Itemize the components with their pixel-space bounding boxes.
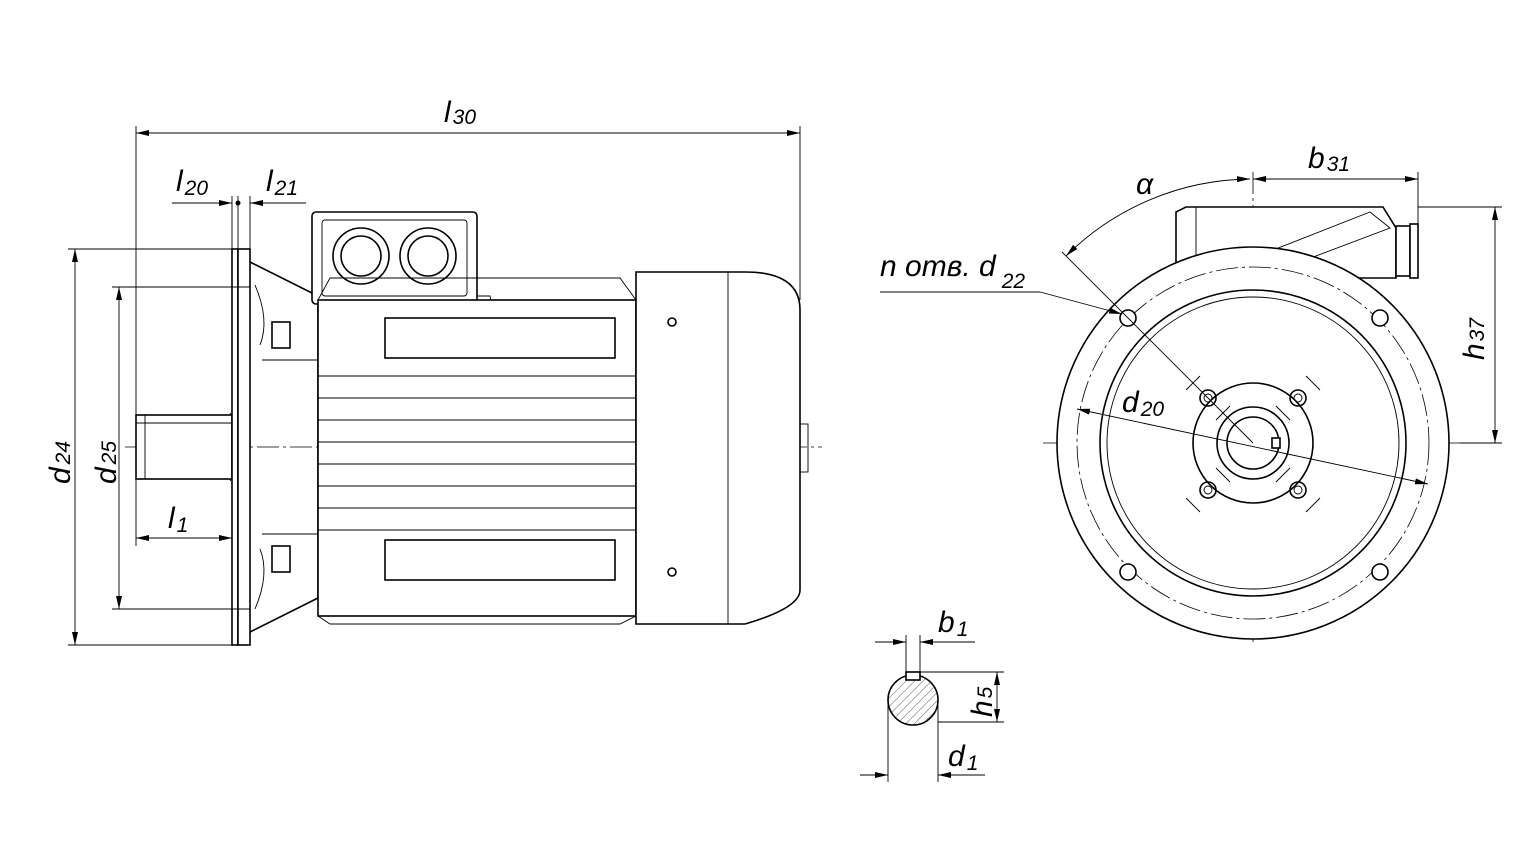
l1-sub: 1 bbox=[177, 514, 189, 537]
svg-text:b1: b1 bbox=[938, 606, 968, 641]
dim-d1: d1 bbox=[860, 700, 985, 782]
dim-d20: d20 bbox=[1076, 386, 1429, 485]
shaft bbox=[135, 412, 247, 482]
n-holes-main: n отв. d bbox=[880, 250, 997, 283]
h37-main: h bbox=[1458, 343, 1491, 360]
svg-text:n отв. d22: n отв. d22 bbox=[880, 250, 1025, 293]
svg-text:l1: l1 bbox=[168, 502, 188, 537]
alpha-label: α bbox=[1136, 168, 1154, 201]
l21-main: l bbox=[266, 165, 274, 198]
dim-l30: l30 bbox=[135, 96, 801, 415]
fan-cover bbox=[635, 271, 809, 625]
l30-main: l bbox=[444, 96, 452, 129]
flange-hole-2 bbox=[1371, 309, 1389, 327]
d1-main: d bbox=[948, 740, 966, 773]
svg-text:l21: l21 bbox=[266, 165, 298, 200]
dim-b1: b1 bbox=[875, 606, 975, 672]
d24-main: d bbox=[44, 466, 77, 484]
dim-h37: h37 bbox=[1418, 206, 1502, 444]
svg-text:d25: d25 bbox=[90, 441, 123, 484]
cover-screw-bottom bbox=[667, 567, 677, 577]
svg-text:l30: l30 bbox=[444, 96, 476, 129]
svg-text:d24: d24 bbox=[44, 441, 77, 484]
svg-text:b31: b31 bbox=[1308, 142, 1350, 176]
b1-sub: 1 bbox=[957, 618, 969, 641]
shaft-section: b1 h5 d1 bbox=[860, 606, 1004, 782]
svg-text:d20: d20 bbox=[1122, 386, 1164, 421]
svg-text:h37: h37 bbox=[1458, 317, 1491, 360]
h37-sub: 37 bbox=[1466, 317, 1489, 342]
stator-housing bbox=[317, 277, 637, 625]
dim-d24: d24 bbox=[44, 248, 232, 646]
key-slot bbox=[905, 671, 921, 681]
h5-sub: 5 bbox=[974, 686, 997, 698]
dim-h5: h5 bbox=[920, 671, 1004, 723]
b31-sub: 31 bbox=[1327, 153, 1350, 176]
dim-d25: d25 bbox=[90, 286, 232, 610]
l20-main: l bbox=[176, 165, 184, 198]
flange-bolt-bottom bbox=[271, 545, 291, 573]
terminal-box bbox=[311, 211, 495, 317]
flange-hole-4 bbox=[1371, 563, 1389, 581]
mounting-flange bbox=[231, 248, 251, 646]
l20-sub: 20 bbox=[184, 177, 209, 200]
d20-main: d bbox=[1122, 386, 1140, 419]
h5-main: h bbox=[966, 700, 999, 717]
l1-main: l bbox=[168, 502, 176, 535]
dim-l20-l21: l20 l21 bbox=[172, 165, 306, 249]
d25-sub: 25 bbox=[98, 441, 121, 466]
svg-text:l20: l20 bbox=[176, 165, 208, 200]
b31-main: b bbox=[1308, 142, 1325, 175]
d24-sub: 24 bbox=[52, 441, 75, 465]
flange-bolt-top bbox=[271, 321, 291, 349]
d1-sub: 1 bbox=[967, 752, 979, 775]
n-holes-sub: 22 bbox=[1001, 270, 1026, 293]
dim-l1: l1 bbox=[135, 479, 232, 546]
cover-screw-top bbox=[667, 317, 677, 327]
d25-main: d bbox=[90, 466, 123, 484]
cable-gland-right bbox=[399, 227, 457, 285]
l30-sub: 30 bbox=[453, 106, 477, 129]
b1-main: b bbox=[938, 606, 955, 639]
side-view: l30 l20 l21 l1 d24 bbox=[44, 96, 822, 646]
cable-gland-left bbox=[332, 227, 390, 285]
dim-b31: b31 bbox=[1253, 142, 1419, 224]
flange-hole-3 bbox=[1119, 563, 1137, 581]
svg-text:d1: d1 bbox=[948, 740, 978, 775]
shaft-section-circle bbox=[887, 674, 939, 726]
l21-sub: 21 bbox=[274, 177, 298, 200]
d20-sub: 20 bbox=[1140, 398, 1165, 421]
svg-text:h5: h5 bbox=[966, 686, 999, 717]
